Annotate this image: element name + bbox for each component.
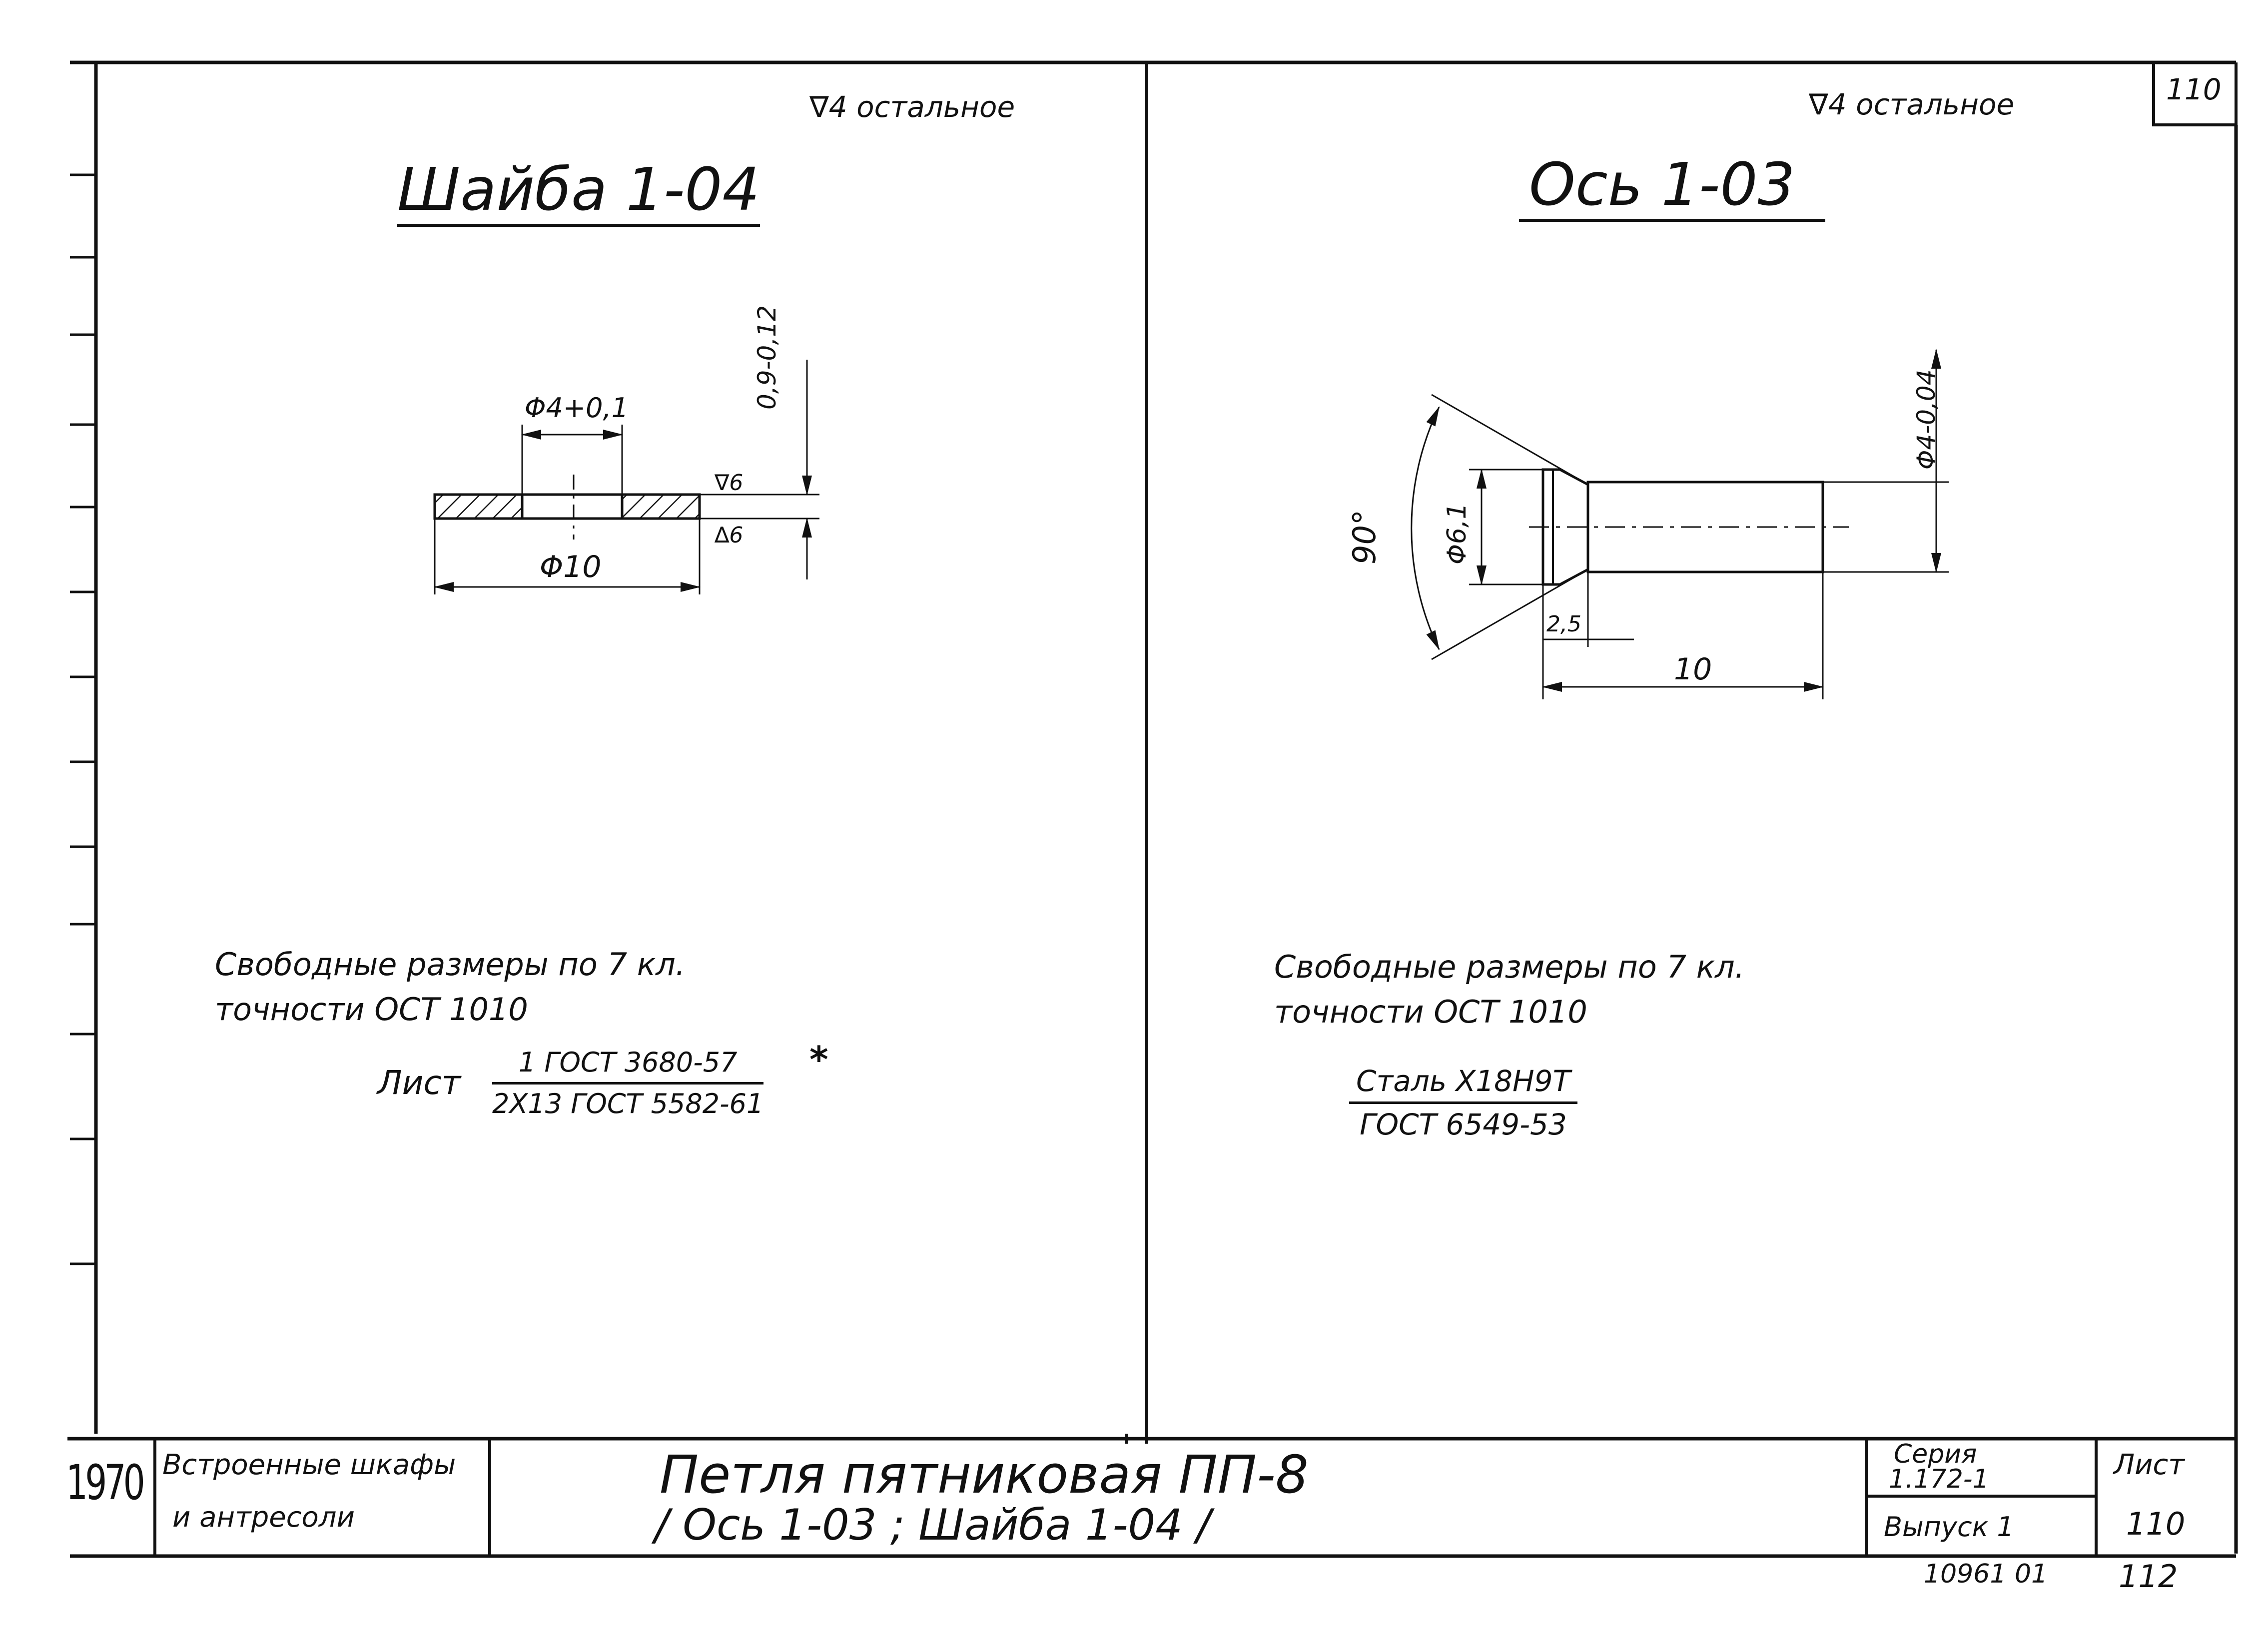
washer-material-star: * [809,1039,828,1081]
page-number-corner: 110 [2166,72,2222,106]
washer-material-bottom: 2Х13 ГОСТ 5582-61 [492,1088,764,1119]
title-block-name-line1: Петля пятниковая ПП-8 [660,1444,1309,1505]
axle-dim-head: Φ6,1 [1442,503,1472,564]
axle-note-line1: Свободные размеры по 7 кл. [1274,949,1745,985]
washer-title: Шайба 1-04 [397,160,760,227]
footer-page: 112 [2119,1558,2178,1595]
washer-note-line1: Свободные размеры по 7 кл. [215,946,686,983]
axle-dim-head-len: 2,5 [1546,611,1581,637]
title-block-project-line2: и антресоли [172,1501,355,1534]
washer-dim-outer: Φ10 [540,549,602,584]
washer-dim-thickness: 0,9-0,12 [753,305,781,410]
footer-code: 10961 01 [1924,1559,2048,1589]
title-block-name-line2: / Ось 1-03 ; Шайба 1-04 / [655,1500,1211,1550]
axle-note-line2: точности ОСТ 1010 [1274,994,1587,1030]
washer-drawing [433,360,819,594]
washer-rough-top: ∇6 [715,470,744,496]
title-block-lines [153,1439,2098,1556]
title-block-series-label: Серия [1894,1439,1977,1469]
washer-material-top: 1 ГОСТ 3680-57 [492,1049,764,1085]
axle-material-top: Сталь Х18Н9Т [1349,1067,1577,1104]
axle-dim-length: 10 [1674,652,1712,687]
right-surface-note: ∇4 остальное [1809,87,2015,121]
washer-material-fraction: 1 ГОСТ 3680-57 2Х13 ГОСТ 5582-61 [492,1049,764,1119]
washer-note-line2: точности ОСТ 1010 [215,991,528,1028]
axle-material-bottom: ГОСТ 6549-53 [1360,1107,1567,1141]
axle-material-fraction: Сталь Х18Н9Т ГОСТ 6549-53 [1349,1067,1577,1139]
sheet-frame [67,60,2238,1558]
axle-drawing [1411,349,1949,699]
title-block-sheet-label: Лист [2114,1449,2185,1481]
left-surface-note: ∇4 остальное [809,90,1015,124]
washer-dim-inner: Φ4+0,1 [525,392,629,424]
washer-material-prefix: Лист [377,1064,461,1102]
title-block-issue: Выпуск 1 [1884,1511,2014,1543]
title-block-project-line1: Встроенные шкафы [162,1449,456,1481]
axle-title: Ось 1-03 [1519,155,1825,222]
washer-rough-bottom: ∆6 [715,523,744,548]
axle-dim-shaft: Φ4-0,04 [1912,369,1941,470]
title-block-year: 1970 [66,1455,145,1511]
title-block-series-value: 1.172-1 [1889,1464,1989,1494]
title-block-sheet-value: 110 [2126,1506,2186,1542]
axle-dim-angle: 90° [1346,510,1383,564]
